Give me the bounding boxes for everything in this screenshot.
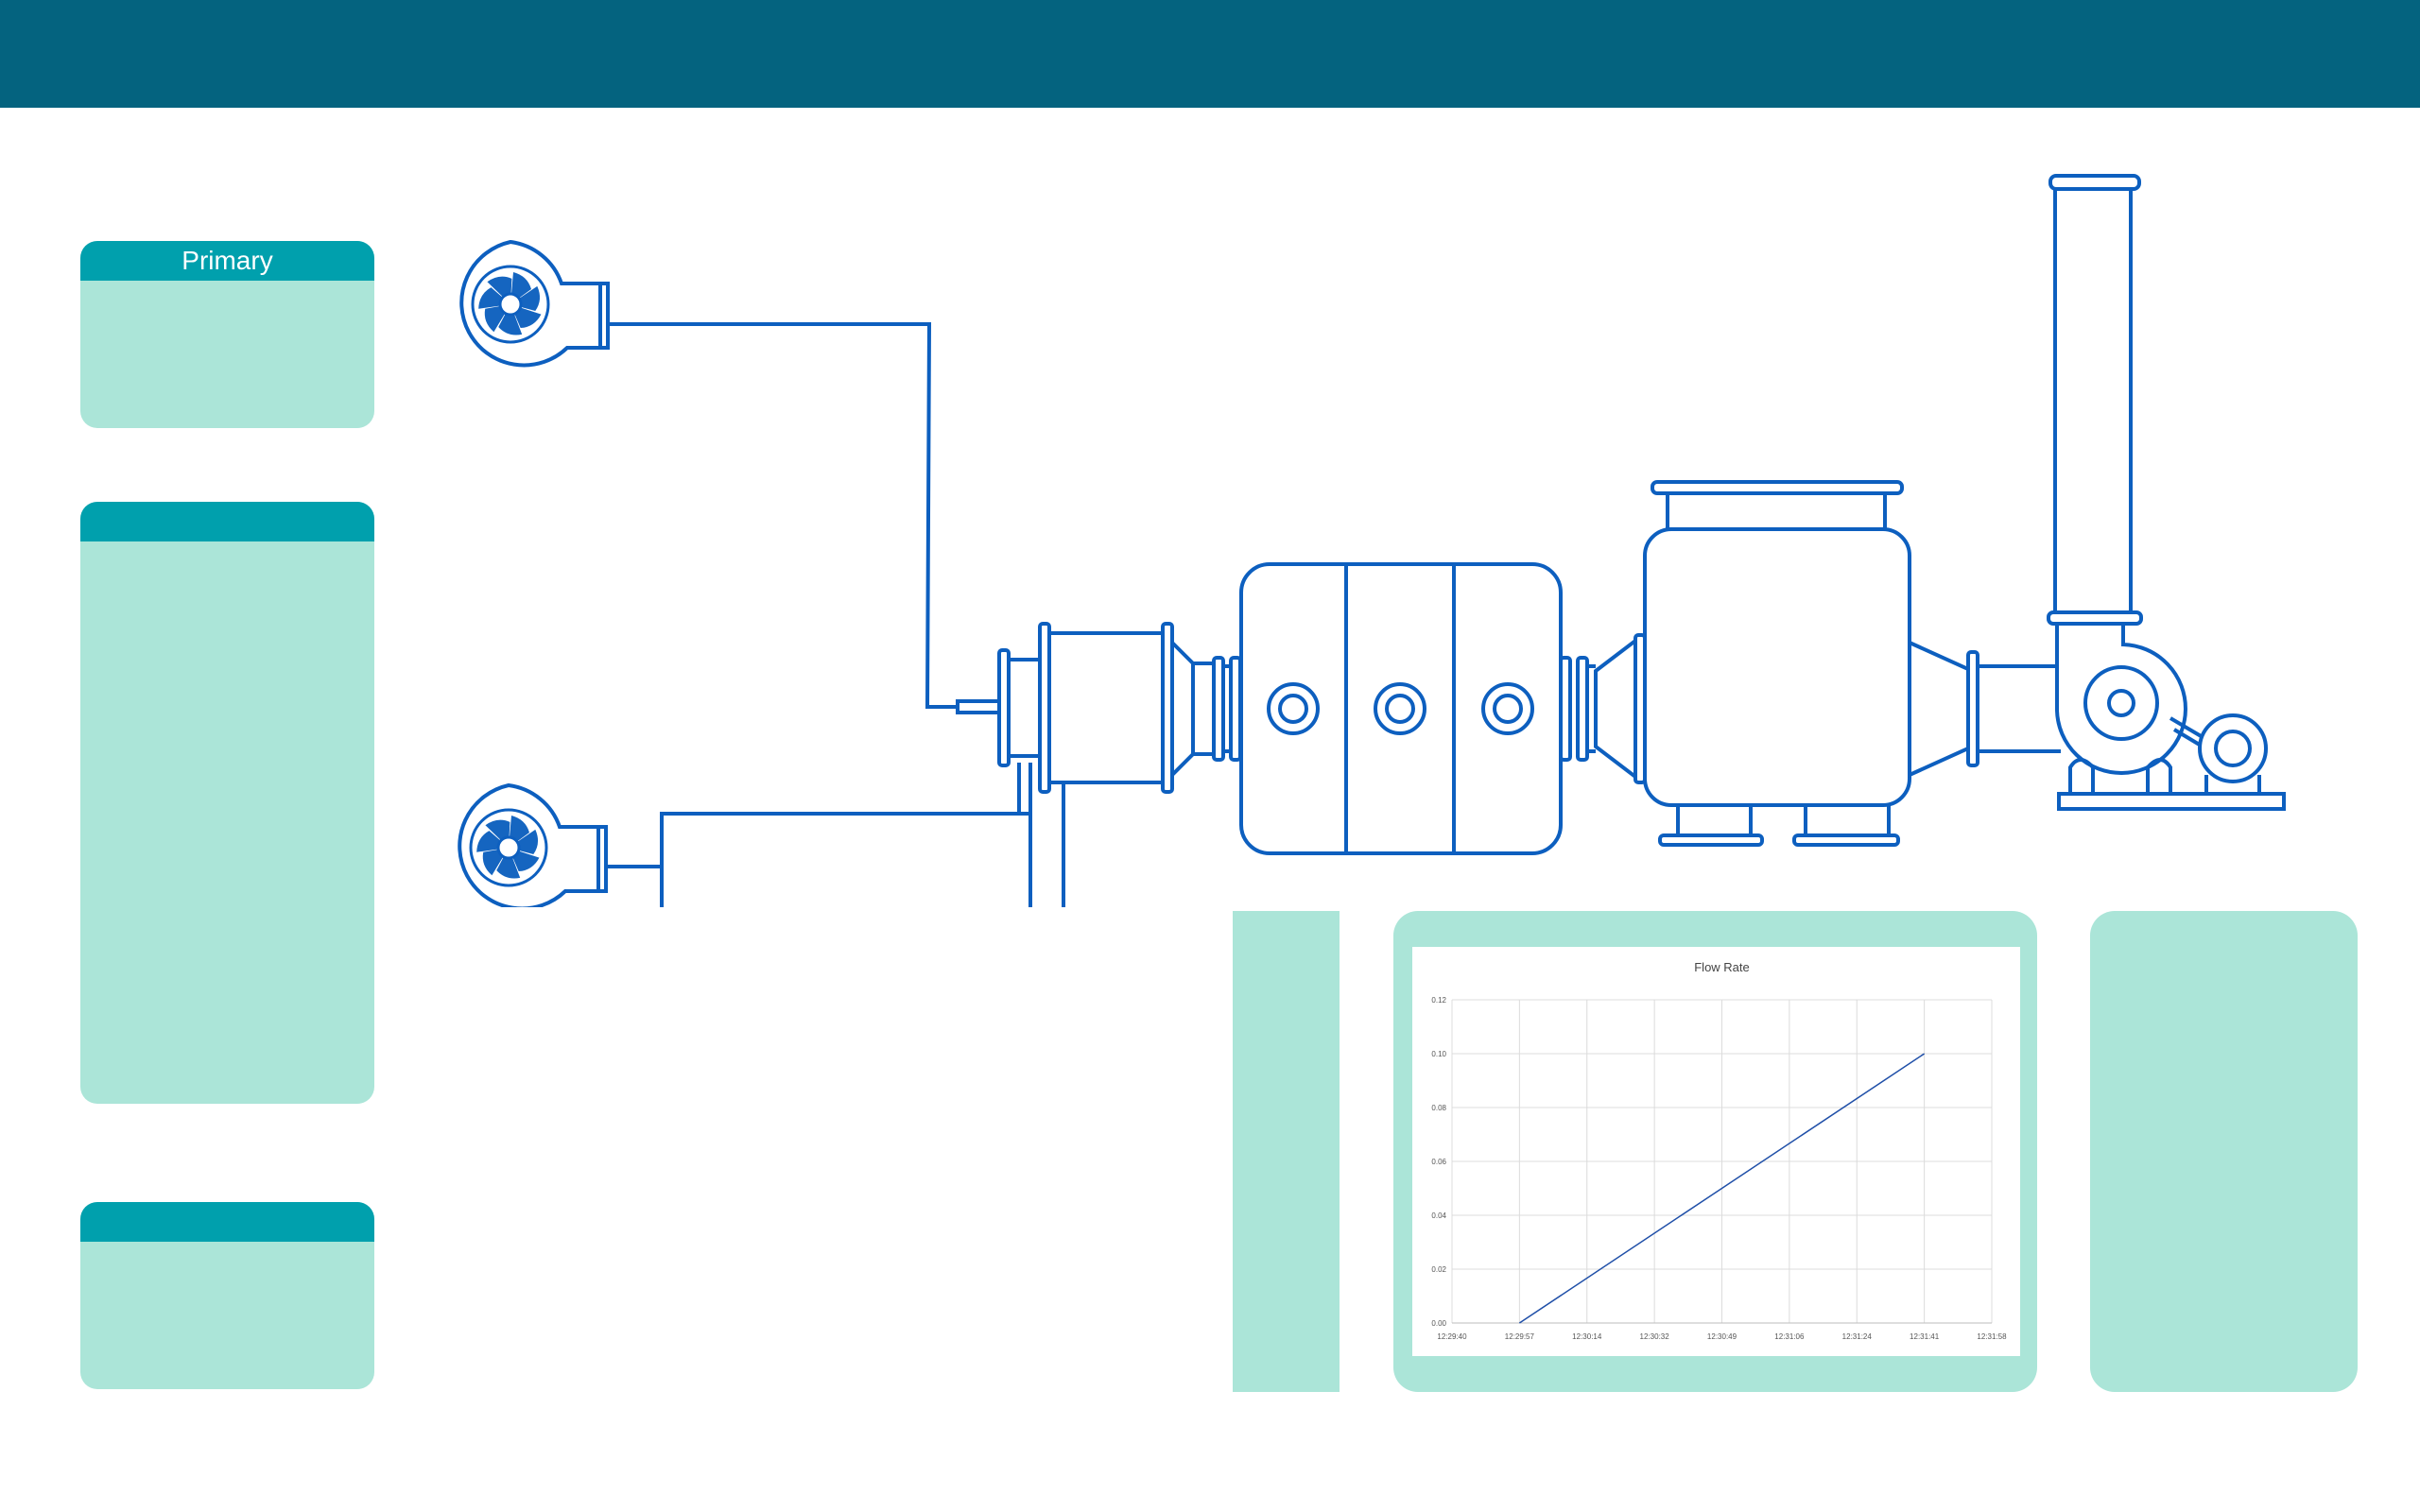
x-tick-label: 12:31:58: [1977, 1332, 2007, 1341]
outlet-pipe: [1978, 664, 2061, 753]
sight-glass-3: [1481, 682, 1534, 735]
right-status-card: [2090, 911, 2358, 1392]
mixer-flange-out-2: [1229, 656, 1242, 762]
sight-glass-1: [1267, 682, 1320, 735]
y-tick-label: 0.00: [1431, 1319, 1446, 1328]
x-tick-label: 12:31:41: [1910, 1332, 1940, 1341]
separator-vessel: [1643, 527, 1911, 807]
process-diagram: [458, 174, 2286, 907]
exhaust-stack-top-flange: [2048, 174, 2141, 191]
y-tick-label: 0.04: [1431, 1211, 1446, 1220]
blower-fan-icon: [458, 783, 608, 907]
exhaust-blower-coupling: [2169, 716, 2204, 748]
mixer-flange-out-1: [1212, 656, 1225, 762]
separator-top-flange: [1651, 480, 1904, 495]
x-tick-label: 12:29:40: [1437, 1332, 1467, 1341]
x-tick-label: 12:31:24: [1842, 1332, 1873, 1341]
y-tick-label: 0.10: [1431, 1050, 1446, 1058]
y-tick-label: 0.06: [1431, 1158, 1446, 1166]
mixer-collar: [1007, 658, 1043, 758]
exhaust-stack: [2053, 187, 2133, 614]
middle-panel: [80, 502, 374, 1104]
mixer-cone: [1170, 638, 1195, 780]
pipe-primary: [608, 322, 958, 709]
x-tick-label: 12:30:49: [1707, 1332, 1737, 1341]
middle-panel-header: [80, 502, 374, 541]
reactor-tank: [1239, 562, 1563, 855]
flow-rate-chart: Flow Rate 0.00 0.02 0.04 0.06 0.08 0.10 0.12 12:…: [1412, 947, 2020, 1356]
separator-inlet-cone: [1594, 636, 1637, 782]
separator-foot-left: [1658, 833, 1764, 847]
y-tick-label: 0.12: [1431, 996, 1446, 1005]
primary-panel-header: Primary: [80, 241, 374, 281]
gear-pump-icon: [2198, 713, 2268, 783]
primary-panel: Primary: [80, 241, 374, 428]
separator-foot-right: [1792, 833, 1900, 847]
mixer-neck: [1191, 662, 1216, 756]
pipe-nozzle: [956, 699, 1001, 714]
blower-base-plate: [2057, 792, 2286, 811]
x-tick-label: 12:30:14: [1572, 1332, 1602, 1341]
exhaust-blower-impeller: [2083, 665, 2159, 741]
bottom-panel: [80, 1202, 374, 1389]
flow-rate-chart-svg: Flow Rate 0.00 0.02 0.04 0.06 0.08 0.10 0.12 12:…: [1431, 960, 2007, 1341]
mixer-body: [1047, 631, 1165, 784]
x-tick-label: 12:29:57: [1505, 1332, 1535, 1341]
top-header-bar: [0, 0, 2420, 108]
reactor-tank-dividers: [1344, 564, 1456, 853]
sight-glass-2: [1374, 682, 1426, 735]
separator-outlet-cone: [1908, 639, 1970, 779]
narrow-status-card: [1233, 911, 1340, 1392]
blower-fan-icon: [459, 240, 610, 368]
y-tick-label: 0.02: [1431, 1265, 1446, 1274]
duct-secondary: [660, 812, 1032, 907]
chart-title: Flow Rate: [1694, 960, 1750, 974]
separator-top-neck: [1666, 491, 1887, 531]
x-tick-label: 12:30:32: [1640, 1332, 1670, 1341]
bottom-panel-header: [80, 1202, 374, 1242]
separator-legs: [1676, 805, 1891, 835]
y-tick-label: 0.08: [1431, 1104, 1446, 1112]
x-tick-label: 12:31:06: [1774, 1332, 1805, 1341]
pipe-secondary: [1017, 763, 1032, 907]
flow-rate-series-line: [1518, 1053, 1926, 1324]
